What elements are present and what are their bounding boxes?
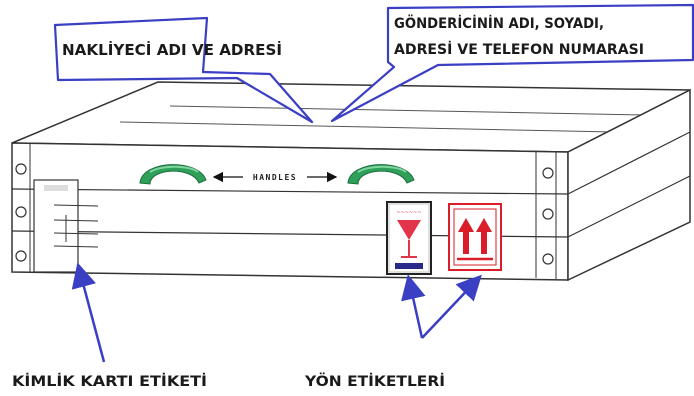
carrier-callout	[53, 16, 314, 124]
screw-right-2	[542, 208, 554, 220]
this-way-up-icon	[448, 203, 502, 271]
screw-right-3	[542, 253, 554, 265]
orientation-pointer-arrow-2	[421, 274, 482, 339]
fragile-glass-icon: ~~~~~~	[386, 201, 432, 275]
box-top-seam-2	[119, 121, 616, 133]
svg-text:~~~~~~: ~~~~~~	[396, 210, 421, 216]
carrier-callout-text: NAKLİYECİ ADI VE ADRESİ	[62, 40, 282, 59]
handle-right-icon	[347, 164, 415, 185]
box-right-face	[567, 88, 691, 282]
right-band-top	[567, 131, 691, 195]
id-card-label	[33, 179, 99, 273]
sender-callout	[330, 3, 694, 123]
orientation-pointer-arrow-1	[401, 274, 426, 339]
screw-right-1	[542, 167, 554, 179]
sender-callout-text-line2: ADRESİ VE TELEFON NUMARASI	[394, 41, 644, 58]
handles-text-bg	[243, 172, 307, 182]
screw-left-3	[15, 250, 27, 262]
handles-text: HANDLES	[253, 173, 297, 182]
id-card-label-text: KİMLİK KARTI ETİKETİ	[12, 373, 207, 390]
box-top-seam	[169, 105, 646, 116]
id-card-pointer-arrow	[71, 262, 106, 363]
sender-callout-text-line1: GÖNDERİCİNİN ADI, SOYADI,	[394, 14, 604, 32]
screw-left-1	[15, 163, 27, 175]
orientation-label-text: YÖN ETİKETLERİ	[304, 372, 445, 390]
handle-left-icon	[139, 164, 207, 185]
front-band-top	[11, 188, 569, 195]
right-band-bottom	[567, 175, 691, 238]
screw-left-2	[15, 206, 27, 218]
